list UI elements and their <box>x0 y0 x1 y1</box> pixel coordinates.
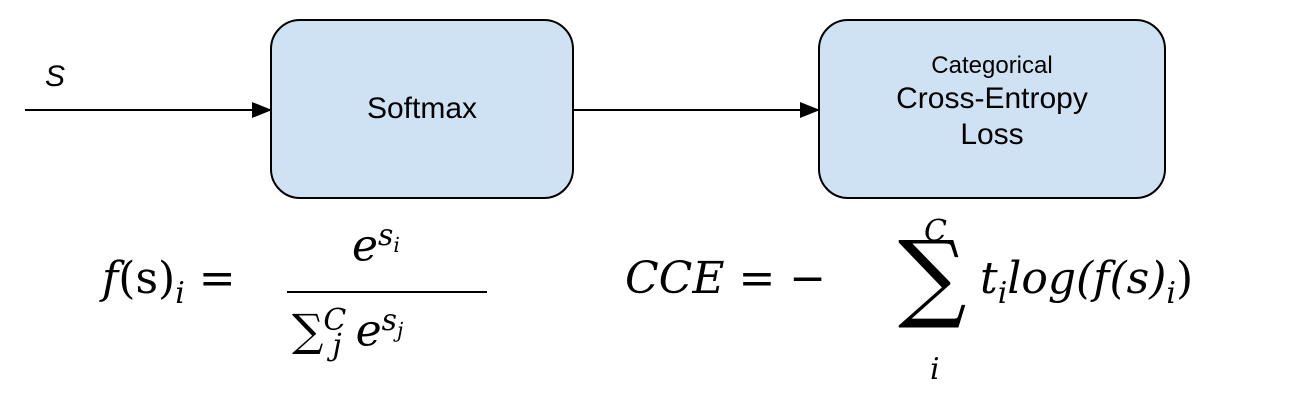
cce-formula-rhs: tilog(f(s)i) <box>980 253 1194 311</box>
softmax-formula-denominator: ∑Cj esj <box>292 303 404 364</box>
cce-label-cross-entropy: Cross-Entropy <box>896 82 1088 115</box>
cce-label-loss: Loss <box>960 118 1024 151</box>
softmax-label: Softmax <box>366 92 478 125</box>
fraction-bar <box>287 291 487 293</box>
softmax-formula-numerator: esi <box>352 218 400 272</box>
cce-sum-lower-limit: i <box>930 352 940 387</box>
cce-loss-box: Categorical Cross-Entropy Loss <box>818 19 1166 199</box>
cce-label-categorical: Categorical <box>931 52 1053 79</box>
softmax-box: Softmax <box>270 19 574 199</box>
cce-sum-upper-limit: C <box>924 214 947 249</box>
input-label: S <box>45 60 66 93</box>
cce-formula-lhs: CCE = − <box>625 253 827 304</box>
cce-sum-sign: ∑ <box>898 220 967 332</box>
softmax-formula-lhs: f(s)i = <box>102 253 236 311</box>
